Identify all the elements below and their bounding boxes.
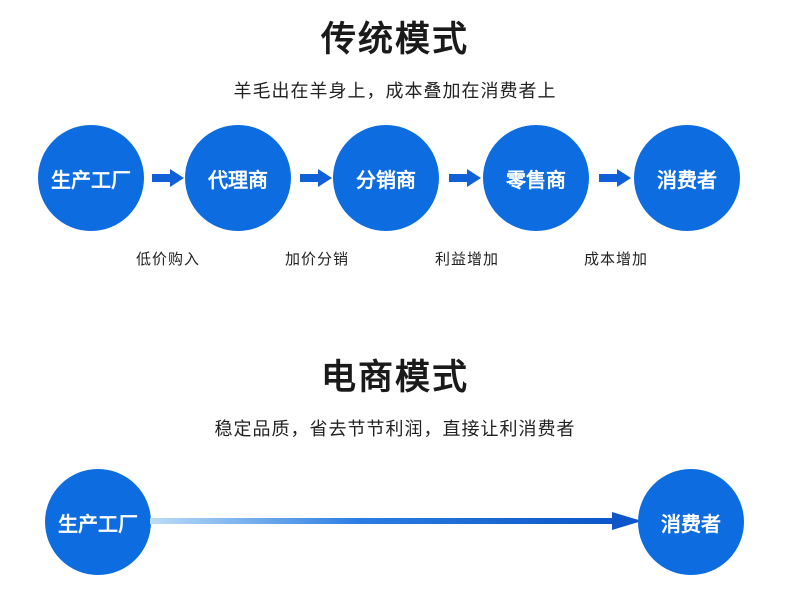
ecommerce-section-subtitle: 稳定品质，省去节节利润，直接让利消费者 bbox=[214, 419, 576, 439]
flow-step-caption-2: 加价分销 bbox=[284, 251, 349, 268]
arrow-right-icon bbox=[152, 169, 184, 187]
flow-node-factory-direct: 生产工厂 bbox=[45, 469, 151, 575]
flow-node-consumer-direct: 消费者 bbox=[638, 469, 744, 575]
ecommerce-section-title: 电商模式 bbox=[320, 358, 469, 397]
flow-node-agent-label: 代理商 bbox=[208, 169, 268, 192]
flow-node-factory: 生产工厂 bbox=[38, 125, 144, 231]
flow-node-agent: 代理商 bbox=[185, 125, 291, 231]
flow-node-consumer-direct-label: 消费者 bbox=[661, 513, 721, 536]
long-arrow-right-icon bbox=[150, 511, 642, 531]
traditional-flow-chain: 生产工厂 代理商 分销商 零售商 消费者 低价购入 加价分销 利益增加 成本增加 bbox=[0, 125, 790, 268]
arrow-right-icon bbox=[300, 169, 332, 187]
flow-node-distributor: 分销商 bbox=[333, 125, 439, 231]
arrow-right-icon bbox=[449, 169, 481, 187]
flow-step-caption-4: 成本增加 bbox=[583, 251, 648, 268]
traditional-section-subtitle: 羊毛出在羊身上，成本叠加在消费者上 bbox=[233, 81, 557, 101]
flow-node-factory-direct-label: 生产工厂 bbox=[58, 513, 138, 536]
flow-step-caption-1: 低价购入 bbox=[135, 251, 200, 268]
ecommerce-flow-chain: 生产工厂 消费者 bbox=[0, 469, 790, 589]
arrow-right-icon bbox=[599, 169, 631, 187]
flow-step-caption-3: 利益增加 bbox=[434, 251, 499, 268]
flow-node-distributor-label: 分销商 bbox=[356, 169, 416, 192]
flow-node-factory-label: 生产工厂 bbox=[51, 169, 131, 192]
flow-node-consumer-label: 消费者 bbox=[657, 169, 717, 192]
traditional-model-section: 传统模式 羊毛出在羊身上，成本叠加在消费者上 生产工厂 代理商 分销商 零售商 … bbox=[0, 0, 790, 268]
flow-node-retailer: 零售商 bbox=[483, 125, 589, 231]
flow-node-consumer: 消费者 bbox=[634, 125, 740, 231]
flow-node-retailer-label: 零售商 bbox=[506, 169, 566, 192]
traditional-section-title: 传统模式 bbox=[320, 20, 469, 59]
ecommerce-model-section: 电商模式 稳定品质，省去节节利润，直接让利消费者 生产工厂 消费者 bbox=[0, 340, 790, 589]
